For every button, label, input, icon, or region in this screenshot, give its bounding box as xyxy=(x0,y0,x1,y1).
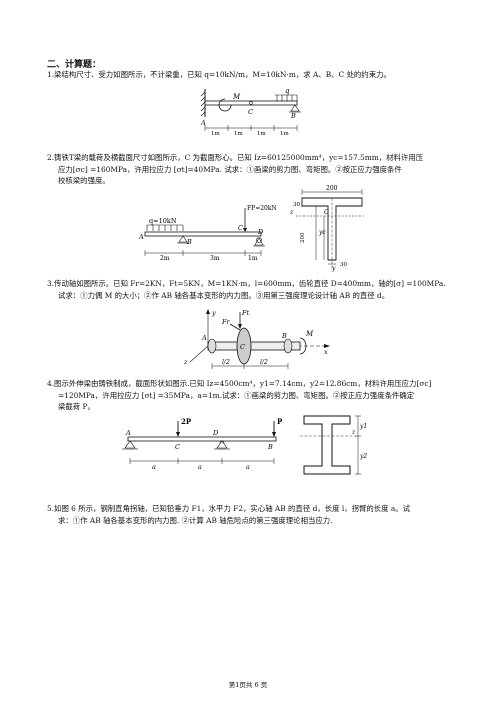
fig1-q-label: q xyxy=(285,87,290,95)
fig4-D-label: D xyxy=(212,429,219,437)
question-5-line1: 5.如图 6 所示，钢制直角拐轴，已知铅垂力 F1，水平力 F2，实心轴 AB … xyxy=(47,504,411,513)
fig4-A-label: A xyxy=(125,429,131,437)
fig1-dim-1: 1m xyxy=(211,131,220,137)
fig2-width-label: 200 xyxy=(326,185,338,192)
figure-4-beam: A 2P C D P B a a a xyxy=(122,417,283,471)
fig1-C-label: C xyxy=(248,108,253,116)
page-footer: 第1页共 6 页 xyxy=(228,681,268,689)
figure-1-beam: M q A C B 1m 1m 1m 1m xyxy=(200,87,301,137)
fig1-dim-2: 1m xyxy=(234,131,243,137)
fig2-B-label: B xyxy=(186,238,192,246)
figure-4-section: z y1 y2 xyxy=(300,415,367,475)
question-2-line2: 应力[σc] =160MPa，许用拉应力 [σt]=40MPa. 试求：①画梁的… xyxy=(58,164,402,174)
fig2-y-label: y xyxy=(331,265,336,272)
fig3-Ft-label: Ft xyxy=(241,309,250,317)
fig2-Fp-label: FP=20kN xyxy=(247,205,277,212)
fig4-B-label: B xyxy=(267,443,273,451)
question-1: 1.梁结构尺寸、受力如图所示，不计梁重，已知 q=10kN/m，M=10kN·m… xyxy=(47,69,459,81)
fig3-B-label: B xyxy=(281,332,287,340)
fig3-x-label: x xyxy=(324,348,328,356)
question-2: 2.铸铁T梁的载荷及横截面尺寸如图所示，C 为截面形心。已知 Iz=601250… xyxy=(47,152,459,187)
fig4-a1-label: a xyxy=(152,463,156,471)
section-title: 二、计算题： xyxy=(47,60,102,70)
question-3-line1: 3.传动轴如图所示。已知 Fr=2KN，Ft=5KN，M=1KN·m，l=600… xyxy=(47,279,446,288)
fig2-centroid-label: C xyxy=(324,209,329,216)
question-5-line2: 求：①作 AB 轴各基本变形的内力图. ②计算 AB 轴危险点的第三强度理论相当… xyxy=(58,515,333,525)
fig4-y1-label: y1 xyxy=(359,423,367,430)
figure-2-beam: q=10kN A B FP=20kN C D 2m 3m 1m xyxy=(138,205,277,262)
fig1-dim-3: 1m xyxy=(257,131,266,137)
question-2-line1: 2.铸铁T梁的载荷及横截面尺寸如图所示，C 为截面形心。已知 Iz=601250… xyxy=(47,153,424,162)
fig3-l2-label: l/2 xyxy=(260,359,268,366)
question-3-line2: 试求：①力偶 M 的大小；②作 AB 轴各基本变形的内力图。③用第三强度理论设计… xyxy=(58,290,390,300)
fig3-M-label: M xyxy=(305,330,314,338)
fig2-C-label: C xyxy=(238,224,243,232)
question-4-line2: =120MPa，许用拉应力 [σt] =35MPa，a=1m.试求：①画梁的剪力… xyxy=(58,390,415,400)
fig2-len-3: 1m xyxy=(248,255,258,262)
fig3-C-label: C xyxy=(240,343,245,351)
fig1-dim-4: 1m xyxy=(280,131,289,137)
question-4: 4.图示外伸梁由铸铁制成，截面形状如图示.已知 Iz=4500cm⁴，y1=7.… xyxy=(47,378,459,413)
fig2-len-1: 2m xyxy=(160,255,170,262)
fig2-len-2: 3m xyxy=(210,255,220,262)
fig2-t1-label: 30 xyxy=(293,202,300,208)
fig4-2P-label: 2P xyxy=(181,417,192,426)
fig2-yc-label: yc xyxy=(318,229,326,236)
fig1-A-label: A xyxy=(200,119,206,127)
question-1-line1: 1.梁结构尺寸、受力如图所示，不计梁重，已知 q=10kN/m，M=10kN·m… xyxy=(47,70,391,79)
fig1-B-label: B xyxy=(290,112,296,120)
fig3-l1-label: l/2 xyxy=(222,359,230,366)
question-5: 5.如图 6 所示，钢制直角拐轴，已知铅垂力 F1，水平力 F2，实心轴 AB … xyxy=(47,503,459,526)
fig1-M-label: M xyxy=(232,93,241,101)
fig2-h-label: 200 xyxy=(300,232,306,243)
fig2-t2-label: 30 xyxy=(340,262,347,268)
fig3-z-label: z xyxy=(183,358,188,366)
fig3-Fr-label: Fr xyxy=(221,318,231,326)
fig2-z-label: z xyxy=(289,209,294,216)
fig4-C-label: C xyxy=(175,443,180,451)
fig4-a3-label: a xyxy=(246,463,250,471)
question-4-line3: 梁截荷 P。 xyxy=(58,402,95,411)
fig2-D-label: D xyxy=(257,228,264,236)
figure-2-section: 200 30 z C 200 yc y 30 xyxy=(289,185,364,272)
figure-3-shaft: y z x A C Ft Fr B M l/2 l/2 xyxy=(183,309,330,369)
fig4-z-label: z xyxy=(351,429,356,436)
fig4-y2-label: y2 xyxy=(359,453,367,460)
fig2-A-label: A xyxy=(138,233,144,241)
fig4-a2-label: a xyxy=(198,463,202,471)
fig3-y-label: y xyxy=(211,309,216,317)
fig2-q-label: q=10kN xyxy=(149,217,177,225)
question-4-line1: 4.图示外伸梁由铸铁制成，截面形状如图示.已知 Iz=4500cm⁴，y1=7.… xyxy=(47,379,432,388)
fig3-A-label: A xyxy=(201,334,207,342)
question-2-line3: 校核梁的强度。 xyxy=(58,176,110,185)
fig4-P-label: P xyxy=(277,417,283,426)
question-3: 3.传动轴如图所示。已知 Fr=2KN，Ft=5KN，M=1KN·m，l=600… xyxy=(47,278,459,301)
